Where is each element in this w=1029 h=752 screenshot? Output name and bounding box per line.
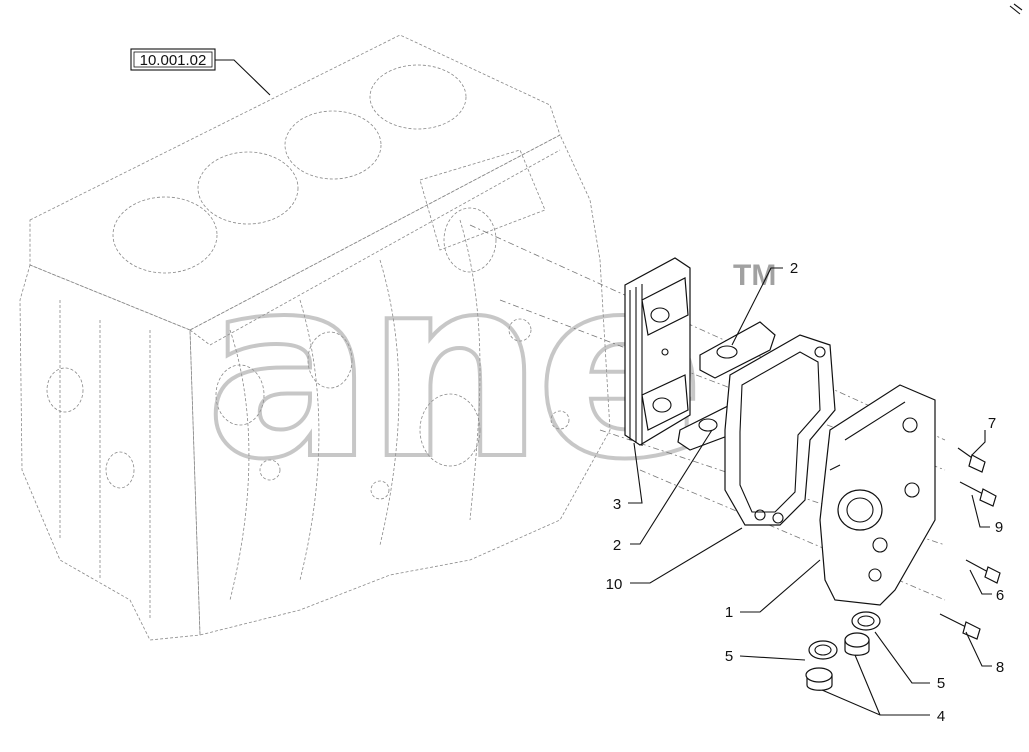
screw-9-part — [959, 481, 997, 507]
callout-9: 9 — [995, 519, 1003, 536]
callout-7: 7 — [988, 415, 996, 432]
callout-5-right: 5 — [937, 675, 945, 692]
corner-mark-icon — [1009, 3, 1023, 15]
callout-6: 6 — [996, 587, 1004, 604]
callout-4: 4 — [937, 708, 945, 725]
callout-10: 10 — [606, 576, 623, 593]
reference-box[interactable]: 10.001.02 — [130, 48, 271, 96]
oil-cooler-part — [624, 257, 691, 446]
callout-1: 1 — [725, 604, 733, 621]
screw-7-part — [957, 447, 986, 473]
callout-3: 3 — [613, 496, 621, 513]
leader-lines — [628, 267, 992, 716]
callout-2-top: 2 — [790, 260, 798, 277]
screw-6-part — [965, 559, 1001, 584]
washer-right-part — [851, 611, 881, 631]
callout-2-mid: 2 — [613, 537, 621, 554]
reference-label: 10.001.02 — [140, 52, 207, 69]
trademark-mark: TM — [733, 259, 776, 292]
plug-left-part — [805, 667, 833, 691]
filter-support-part — [819, 384, 936, 606]
gasket-top-part — [699, 321, 776, 379]
callout-5-left: 5 — [725, 648, 733, 665]
screw-8-part — [939, 613, 981, 640]
watermark: ane TM — [203, 221, 776, 516]
large-gasket-part — [724, 334, 836, 526]
watermark-text: ane — [205, 223, 697, 514]
callout-8: 8 — [996, 659, 1004, 676]
plug-right-part — [844, 632, 870, 656]
callout-labels: 2 7 9 3 2 10 1 6 5 5 8 4 — [606, 260, 1005, 725]
washer-left-part — [808, 640, 838, 660]
engine-block — [19, 34, 611, 641]
